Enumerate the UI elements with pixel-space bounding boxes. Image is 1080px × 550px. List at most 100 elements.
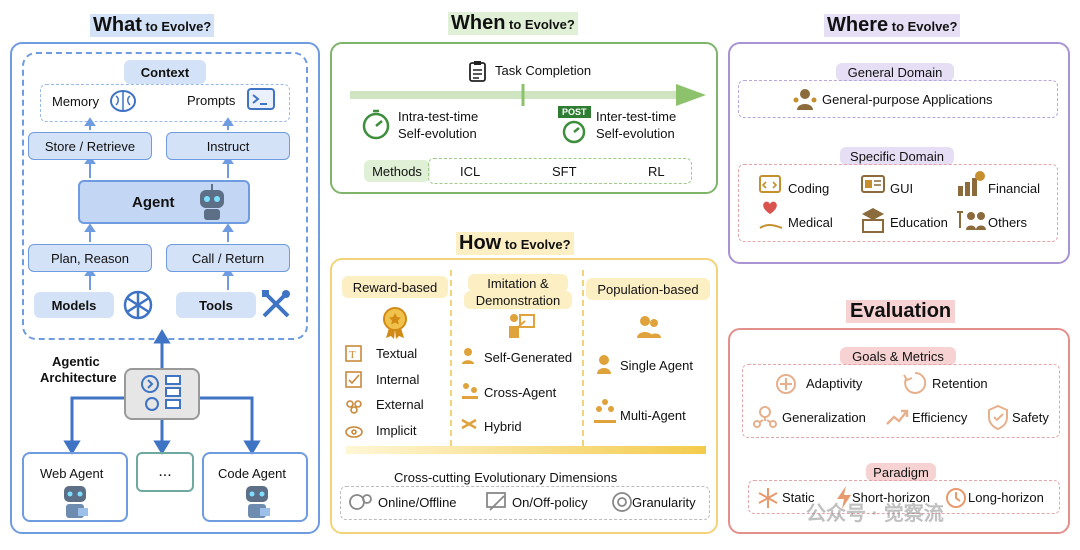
intra-label-1: Intra-test-time	[398, 109, 479, 124]
inter-label-2: Self-evolution	[596, 126, 675, 141]
method-icl: ICL	[460, 164, 481, 179]
domain-others: Others	[988, 215, 1028, 230]
paradigm-long-horizon: Long-horizon	[968, 490, 1044, 505]
intra-label-2: Self-evolution	[398, 126, 477, 141]
svg-text:T: T	[349, 349, 356, 361]
cross-cutting-title: Cross-cutting Evolutionary Dimensions	[394, 470, 618, 485]
imitation-title-2: Demonstration	[464, 291, 572, 309]
post-badge: POST	[558, 106, 591, 118]
how-panel	[330, 258, 718, 534]
reward-external: External	[376, 397, 424, 412]
general-purpose-label: General-purpose Applications	[822, 92, 993, 107]
paradigm-static: Static	[782, 490, 815, 505]
how-divider-1	[450, 270, 452, 446]
code-agent-label: Code Agent	[218, 466, 286, 481]
clipboard-icon	[469, 61, 486, 82]
imitation-icons	[461, 348, 478, 430]
paradigm-frame	[748, 480, 1060, 514]
method-sft: SFT	[552, 164, 577, 179]
code-robot-icon	[246, 486, 270, 518]
how-title: How to Evolve?	[456, 232, 574, 255]
plan-reason-box: Plan, Reason	[28, 244, 152, 272]
domain-icons-col3	[957, 171, 986, 230]
instruct-box: Instruct	[166, 132, 290, 160]
adaptivity-icon	[776, 374, 796, 394]
methods-frame	[428, 158, 692, 184]
reward-textual: Textual	[376, 346, 418, 361]
domain-icons-col1	[759, 175, 783, 229]
goal-efficiency: Efficiency	[912, 410, 968, 425]
post-stopwatch-icon	[562, 120, 586, 144]
web-agent-box	[22, 452, 128, 522]
memory-label: Memory	[52, 94, 99, 109]
when-panel	[330, 42, 718, 194]
cross-on-off-policy: On/Off-policy	[512, 495, 588, 510]
snowflake-icon	[758, 488, 778, 508]
evaluation-panel	[728, 328, 1070, 534]
arch-label-1: Agentic	[52, 354, 100, 369]
how-gradient-bar	[346, 446, 706, 454]
reward-implicit: Implicit	[376, 423, 417, 438]
general-domain-frame	[738, 80, 1058, 118]
tools-label: Tools	[176, 292, 256, 318]
teacher-icon	[509, 314, 535, 338]
paradigm-title: Paradigm	[866, 463, 936, 481]
robot-icon	[200, 184, 224, 220]
goal-retention: Retention	[932, 376, 988, 391]
tools-icon	[262, 290, 290, 318]
goal-adaptivity: Adaptivity	[806, 376, 863, 391]
goals-frame	[742, 364, 1060, 438]
reward-icons: T	[345, 345, 363, 438]
when-title: When to Evolve?	[448, 12, 578, 35]
models-label: Models	[34, 292, 114, 318]
imitation-title-1: Imitation &	[468, 274, 568, 292]
task-completion-label: Task Completion	[495, 63, 592, 78]
imitation-hybrid: Hybrid	[484, 419, 522, 434]
watermark: 公众号 · 觉察流	[806, 503, 944, 525]
evaluation-title: Evaluation	[846, 300, 956, 323]
retention-icon	[903, 371, 927, 394]
generalization-icon	[753, 406, 777, 428]
what-arrows	[63, 117, 261, 455]
long-horizon-icon	[946, 488, 966, 508]
prompt-icon	[247, 88, 275, 110]
cross-cutting-frame	[340, 486, 710, 520]
web-agent-label: Web Agent	[40, 466, 104, 481]
method-rl: RL	[648, 164, 665, 179]
timeline-arrow	[350, 84, 706, 106]
general-domain-title: General Domain	[836, 63, 954, 81]
domain-icons-col2	[861, 175, 885, 233]
context-label: Context	[124, 60, 206, 84]
domain-gui: GUI	[890, 181, 914, 196]
more-agents-box: ...	[136, 452, 194, 492]
population-icons	[594, 355, 616, 423]
granularity-icon	[612, 492, 632, 512]
policy-icon	[486, 492, 506, 511]
paradigm-short-horizon: Short-horizon	[852, 490, 931, 505]
population-single-agent: Single Agent	[620, 358, 694, 373]
architecture-icon	[141, 375, 181, 411]
cross-granularity: Granularity	[632, 495, 696, 510]
stopwatch-icon	[362, 109, 390, 140]
architecture-box	[124, 368, 200, 420]
what-panel	[10, 42, 320, 534]
openai-icon	[123, 290, 153, 320]
specific-domain-title: Specific Domain	[840, 147, 954, 165]
how-divider-2	[582, 270, 584, 446]
context-frame	[40, 84, 290, 122]
lightning-icon	[837, 486, 851, 509]
where-panel	[728, 42, 1070, 264]
methods-label: Methods	[364, 160, 430, 182]
web-robot-icon	[64, 486, 88, 518]
domain-medical: Medical	[788, 215, 833, 230]
where-title: Where to Evolve?	[824, 14, 961, 37]
general-purpose-icon	[793, 89, 817, 110]
domain-financial: Financial	[988, 181, 1041, 196]
medal-icon	[383, 307, 407, 339]
inter-label-1: Inter-test-time	[596, 109, 677, 124]
goal-safety: Safety	[1012, 410, 1049, 425]
online-offline-icon	[349, 494, 372, 510]
imitation-self-generated: Self-Generated	[484, 350, 573, 365]
safety-icon	[988, 404, 1008, 431]
call-return-box: Call / Return	[166, 244, 290, 272]
